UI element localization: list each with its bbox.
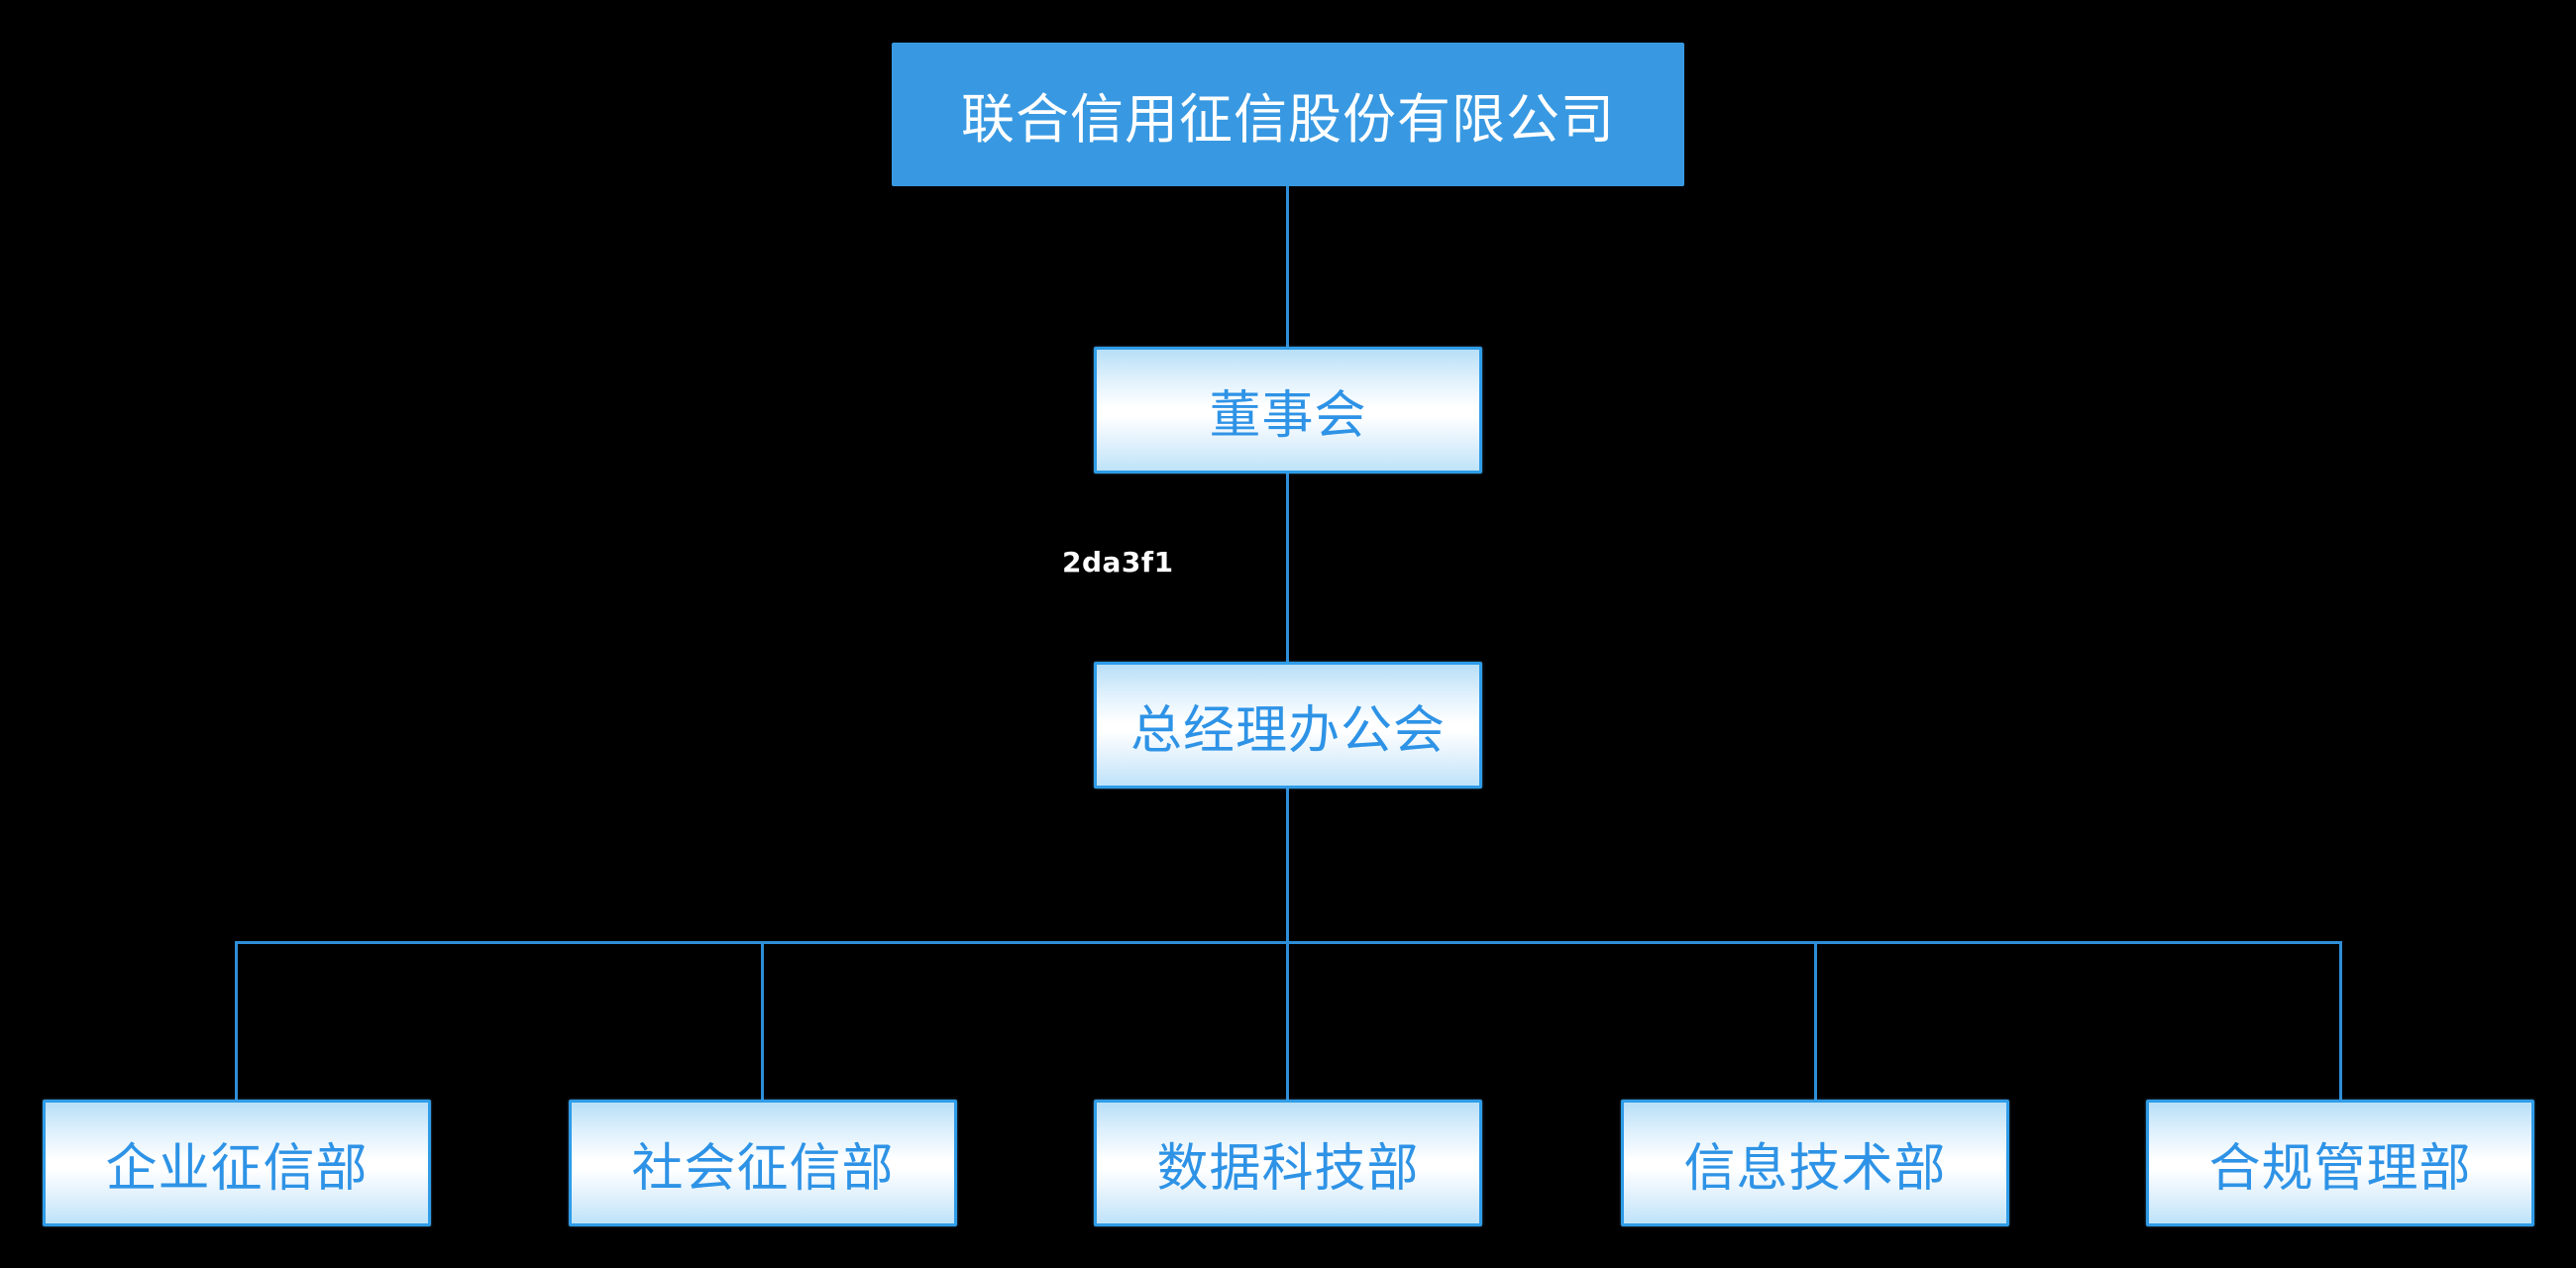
node-dept-compliance-management: 合规管理部 bbox=[2146, 1100, 2534, 1226]
connector-gm-bus bbox=[1286, 787, 1289, 943]
node-dept-data-technology: 数据科技部 bbox=[1094, 1100, 1482, 1226]
node-dept-enterprise-credit: 企业征信部 bbox=[43, 1100, 431, 1226]
connector-stub-dept-5 bbox=[2339, 941, 2342, 1102]
node-board-of-directors: 董事会 bbox=[1094, 347, 1482, 474]
connector-stub-dept-3 bbox=[1286, 941, 1289, 1102]
connector-stub-dept-2 bbox=[761, 941, 764, 1102]
node-dept-information-technology: 信息技术部 bbox=[1621, 1100, 2009, 1226]
node-dept-compliance-management-label: 合规管理部 bbox=[2208, 1138, 2472, 1199]
node-dept-enterprise-credit-label: 企业征信部 bbox=[105, 1138, 369, 1199]
node-dept-social-credit: 社会征信部 bbox=[569, 1100, 957, 1226]
node-company-root: 联合信用征信股份有限公司 bbox=[892, 43, 1684, 186]
edge-label: 2da3f1 bbox=[1062, 546, 1174, 579]
connector-board-gm bbox=[1286, 471, 1289, 664]
node-gm-office-label: 总经理办公会 bbox=[1129, 700, 1446, 761]
connector-stub-dept-1 bbox=[235, 941, 238, 1102]
node-dept-data-technology-label: 数据科技部 bbox=[1156, 1138, 1420, 1199]
connector-root-board bbox=[1286, 185, 1289, 349]
node-board-of-directors-label: 董事会 bbox=[1209, 385, 1367, 446]
connector-stub-dept-4 bbox=[1814, 941, 1817, 1102]
node-company-root-label: 联合信用征信股份有限公司 bbox=[961, 88, 1615, 151]
node-dept-social-credit-label: 社会征信部 bbox=[631, 1138, 895, 1199]
node-gm-office: 总经理办公会 bbox=[1094, 662, 1482, 789]
node-dept-information-technology-label: 信息技术部 bbox=[1683, 1138, 1947, 1199]
